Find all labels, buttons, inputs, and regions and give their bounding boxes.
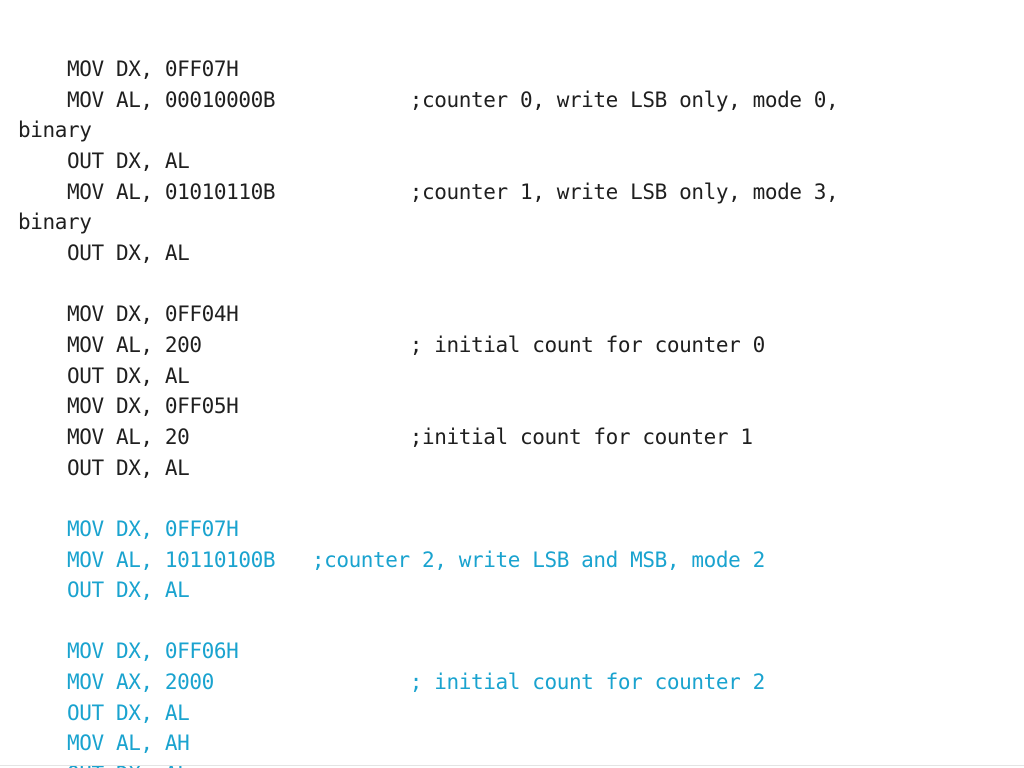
code-line: binary: [18, 210, 92, 235]
page-bottom-divider: [0, 765, 1024, 766]
blank-line: [18, 606, 838, 637]
code-line: MOV AL, 20 ;initial count for counter 1: [18, 424, 753, 449]
code-line: MOV AL, 00010000B ;counter 0, write LSB …: [18, 87, 839, 112]
highlighted-code-line: MOV AX, 2000 ; initial count for counter…: [18, 670, 765, 695]
code-line: OUT DX, AL: [18, 363, 190, 388]
highlighted-code-line: MOV AL, AH: [18, 731, 190, 756]
code-line: MOV DX, 0FF05H: [18, 394, 239, 419]
highlighted-code-line: OUT DX, AL: [18, 700, 190, 725]
highlighted-code-line: MOV DX, 0FF06H: [18, 639, 239, 664]
highlighted-code-line: OUT DX, AL: [18, 759, 838, 768]
code-line: OUT DX, AL: [18, 240, 190, 265]
highlighted-code-line: OUT DX, AL: [18, 578, 190, 603]
code-line: MOV AL, 01010110B ;counter 1, write LSB …: [18, 179, 839, 204]
code-line: binary: [18, 118, 92, 143]
blank-line: [18, 483, 838, 514]
code-line: MOV DX, 0FF07H: [18, 57, 239, 81]
code-line: OUT DX, AL: [18, 455, 190, 480]
code-line: MOV AL, 200 ; initial count for counter …: [18, 332, 765, 357]
code-line: MOV DX, 0FF04H: [18, 302, 239, 327]
code-line: OUT DX, AL: [18, 148, 190, 173]
blank-line: [18, 269, 838, 300]
highlighted-code-line: MOV DX, 0FF07H: [18, 516, 239, 541]
highlighted-code-line: MOV AL, 10110100B ;counter 2, write LSB …: [18, 547, 765, 572]
assembly-code-block: MOV DX, 0FF07H MOV AL, 00010000B ;counte…: [18, 54, 839, 768]
